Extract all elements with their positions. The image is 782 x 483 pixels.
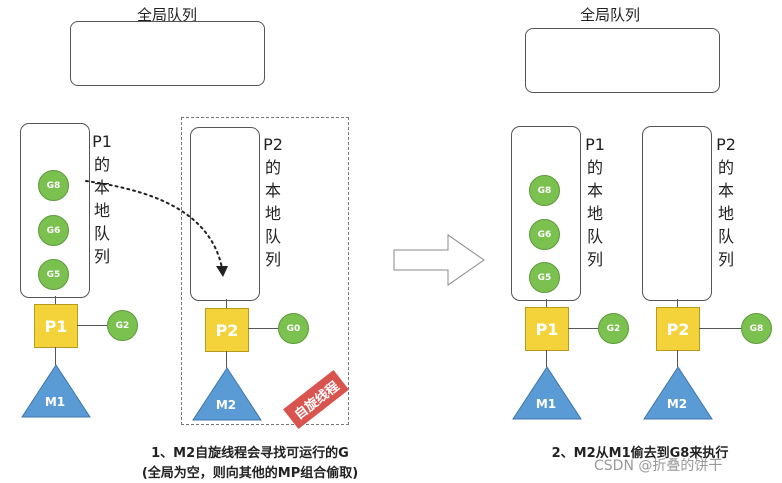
machine-m2-label: M2: [215, 398, 237, 412]
right-p2-local-queue: [642, 126, 712, 301]
left-global-queue-title: 全局队列: [136, 6, 197, 24]
left-caption-line2: (全局为空，则向其他的MP组合偷取): [141, 466, 359, 481]
right-global-queue-title: 全局队列: [579, 6, 640, 24]
goroutine-g5: G5: [38, 259, 69, 290]
connector-line: [568, 328, 598, 329]
connector-line: [248, 328, 278, 329]
machine-m1-label: M1: [535, 397, 557, 411]
goroutine-g6: G6: [38, 215, 69, 246]
connector-line: [226, 351, 227, 368]
machine-m1-triangle: [512, 366, 582, 420]
machine-m1-label: M1: [44, 395, 66, 409]
processor-p1: P1: [525, 307, 569, 351]
connector-line: [677, 299, 678, 307]
connector-line: [699, 328, 741, 329]
goroutine-g0: G0: [278, 313, 309, 344]
processor-p1: P1: [34, 304, 78, 348]
machine-m2-triangle: [192, 367, 262, 421]
p2-spinning-group: [181, 117, 349, 425]
processor-p2: P2: [205, 308, 249, 352]
connector-line: [55, 347, 56, 365]
left-global-queue: [70, 21, 265, 86]
machine-m2-label: M2: [666, 397, 688, 411]
transition-arrow-icon: [393, 234, 485, 286]
goroutine-g2: G2: [598, 313, 629, 344]
connector-line: [226, 299, 227, 308]
watermark: CSDN @折叠的饼干: [594, 458, 723, 474]
goroutine-g6: G6: [529, 219, 560, 250]
connector-line: [677, 350, 678, 367]
right-global-queue: [525, 28, 720, 93]
goroutine-g8: G8: [529, 175, 560, 206]
connector-line: [546, 350, 547, 367]
processor-p2: P2: [656, 307, 700, 351]
connector-line: [55, 296, 56, 304]
connector-line: [77, 325, 107, 326]
goroutine-g8: G8: [38, 170, 69, 201]
machine-m1-triangle: [21, 364, 91, 418]
machine-m2-triangle: [643, 366, 713, 420]
goroutine-g2: G2: [107, 310, 138, 341]
goroutine-g5: G5: [529, 262, 560, 293]
connector-line: [546, 299, 547, 307]
goroutine-g8-running: G8: [741, 313, 772, 344]
left-caption-line1: 1、M2自旋线程会寻找可运行的G: [151, 446, 349, 461]
right-caption: 2、M2从M1偷去到G8来执行: [551, 446, 729, 461]
